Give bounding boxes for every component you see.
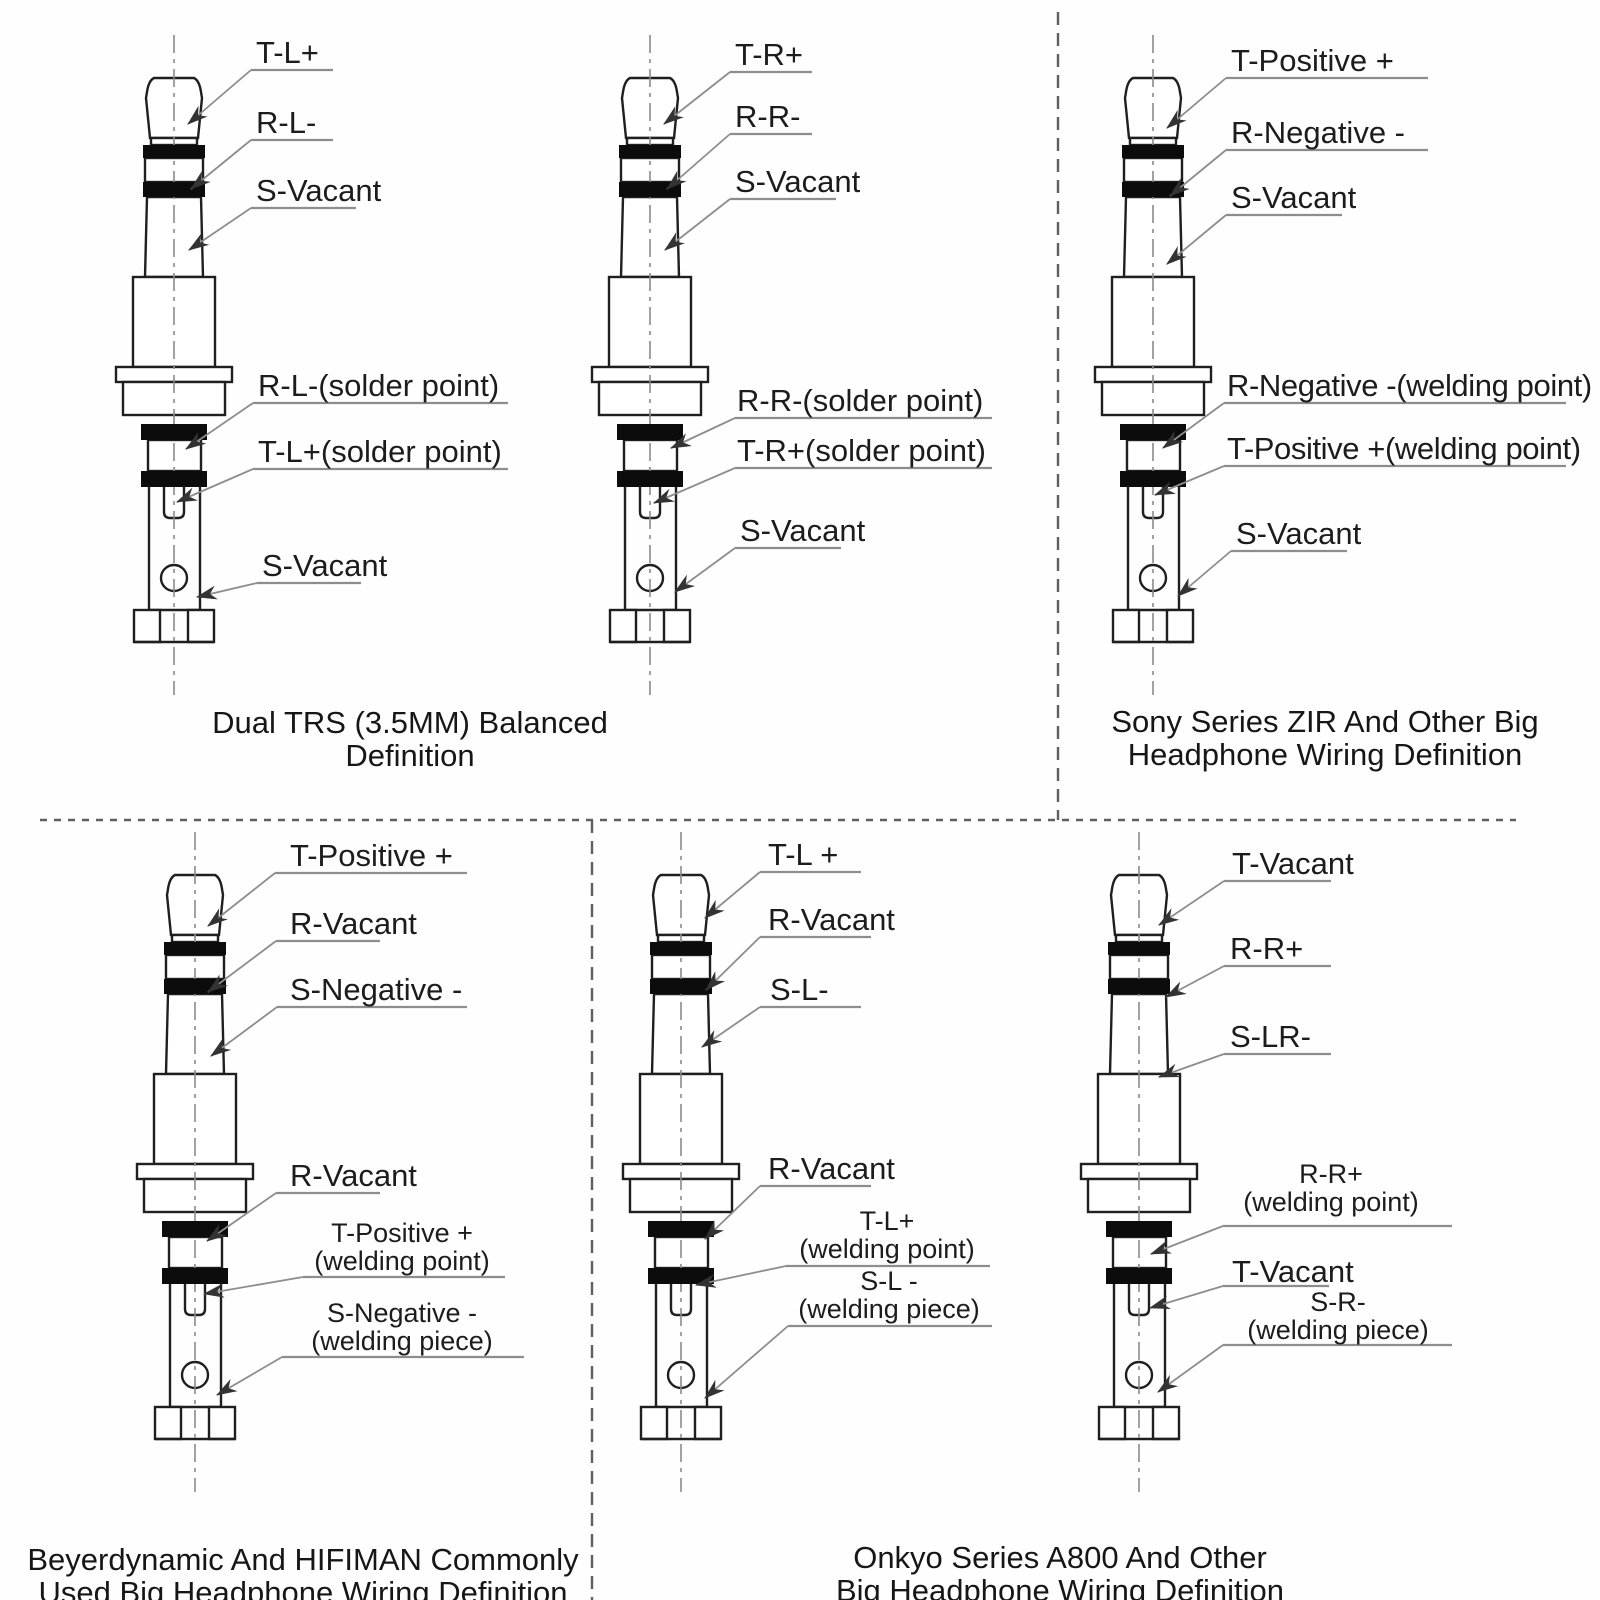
caption-line: Onkyo Series A800 And Other — [853, 1540, 1267, 1575]
pin-label-line: S-Negative - — [326, 1298, 478, 1328]
pin-label-tip-solder: T-R+(solder point) — [737, 433, 986, 468]
pin-label-tip: T-Positive + — [1231, 43, 1394, 78]
jack-plug-top-left — [116, 35, 232, 695]
pin-label-ring-solder: R-R+ (welding point) — [1220, 1159, 1442, 1217]
jack-plug-bottom-right — [1081, 832, 1197, 1492]
caption-dual-trs: Dual TRS (3.5MM) Balanced Definition — [212, 705, 608, 773]
pin-label-ring: R-R- — [735, 99, 801, 134]
pin-label-sleeve-lug: S-R- (welding piece) — [1227, 1287, 1449, 1345]
pin-label-line: (welding piece) — [1247, 1314, 1429, 1345]
caption-onkyo: Onkyo Series A800 And Other Big Headphon… — [730, 1541, 1390, 1600]
pin-label-sleeve-lug: S-Vacant — [1236, 516, 1362, 551]
pin-label-tip-solder: T-Positive + (welding point) — [292, 1218, 512, 1276]
pin-label-tip: T-Vacant — [1232, 846, 1354, 881]
caption-line: Beyerdynamic And HIFIMAN Commonly — [27, 1542, 579, 1577]
jack-plug-top-right — [1095, 35, 1211, 695]
pin-label-tip-solder: T-Positive +(welding point) — [1227, 431, 1581, 466]
pin-label-tip: T-R+ — [735, 37, 804, 72]
leader-lines-bottom-left — [202, 871, 524, 1396]
pin-label-ring-solder: R-Vacant — [768, 1151, 895, 1186]
caption-line: Used Big Headphone Wiring Definition — [38, 1575, 568, 1600]
leader-lines-top-middle — [653, 70, 992, 593]
pin-label-sleeve-lug: S-L - (welding piece) — [779, 1266, 999, 1324]
caption-sony: Sony Series ZIR And Other Big Headphone … — [1095, 705, 1555, 771]
pin-label-sleeve-lug: S-Vacant — [262, 548, 388, 583]
pin-label-sleeve: S-Negative - — [290, 972, 463, 1007]
pin-label-sleeve: S-LR- — [1230, 1019, 1311, 1054]
leader-lines-bottom-middle — [694, 870, 992, 1399]
pin-label-tip: T-Positive + — [290, 838, 453, 873]
pin-label-line: T-L+ — [859, 1206, 915, 1236]
leader-lines-bottom-right — [1148, 879, 1452, 1393]
pin-label-sleeve-lug: S-Vacant — [740, 513, 866, 548]
pin-label-tip-solder: T-L+ (welding point) — [777, 1206, 997, 1264]
pin-label-tip: T-L + — [768, 837, 839, 872]
pin-label-ring: R-Vacant — [768, 902, 895, 937]
pin-label-sleeve: S-Vacant — [1231, 180, 1357, 215]
pin-label-line: (welding piece) — [798, 1293, 980, 1324]
jack-plug-top-middle — [592, 35, 708, 695]
caption-line: Big Headphone Wiring Definition — [835, 1573, 1285, 1600]
pin-label-ring-solder: R-Negative -(welding point) — [1227, 368, 1592, 403]
jack-plug-bottom-left — [137, 832, 253, 1492]
pin-label-tip-solder: T-L+(solder point) — [258, 434, 502, 469]
pin-label-ring-solder: R-Vacant — [290, 1158, 417, 1193]
pin-label-tip-solder: T-Vacant — [1232, 1254, 1354, 1289]
caption-beyerdynamic: Beyerdynamic And HIFIMAN Commonly Used B… — [22, 1543, 584, 1600]
pin-label-line: R-R+ — [1299, 1159, 1363, 1189]
pin-label-ring-solder: R-R-(solder point) — [737, 383, 984, 418]
section-dividers — [40, 12, 1516, 1600]
pin-label-line: (welding point) — [799, 1233, 975, 1264]
pin-label-line: (welding point) — [1243, 1186, 1419, 1217]
pin-label-ring: R-Vacant — [290, 906, 417, 941]
pin-label-ring: R-L- — [256, 105, 317, 140]
pin-label-sleeve: S-L- — [770, 972, 829, 1007]
pin-label-sleeve: S-Vacant — [735, 164, 861, 199]
pin-label-line: T-Positive + — [331, 1218, 473, 1248]
caption-line: Headphone Wiring Definition — [1127, 737, 1523, 772]
pin-label-sleeve: S-Vacant — [256, 173, 382, 208]
pin-label-sleeve-lug: S-Negative - (welding piece) — [292, 1298, 512, 1356]
pin-label-line: S-R- — [1310, 1287, 1366, 1317]
pin-label-line: (welding piece) — [311, 1325, 493, 1356]
leader-lines-top-right — [1154, 76, 1566, 597]
leader-lines-top-left — [176, 68, 508, 600]
caption-line: Sony Series ZIR And Other Big — [1111, 704, 1539, 739]
jack-plug-bottom-middle — [623, 832, 739, 1492]
pin-label-ring: R-R+ — [1230, 931, 1304, 966]
pin-label-line: S-L - — [860, 1266, 918, 1296]
pin-label-line: (welding point) — [314, 1245, 490, 1276]
pin-label-ring-solder: R-L-(solder point) — [258, 368, 500, 403]
pin-label-ring: R-Negative - — [1231, 115, 1405, 150]
pin-label-tip: T-L+ — [256, 35, 319, 70]
